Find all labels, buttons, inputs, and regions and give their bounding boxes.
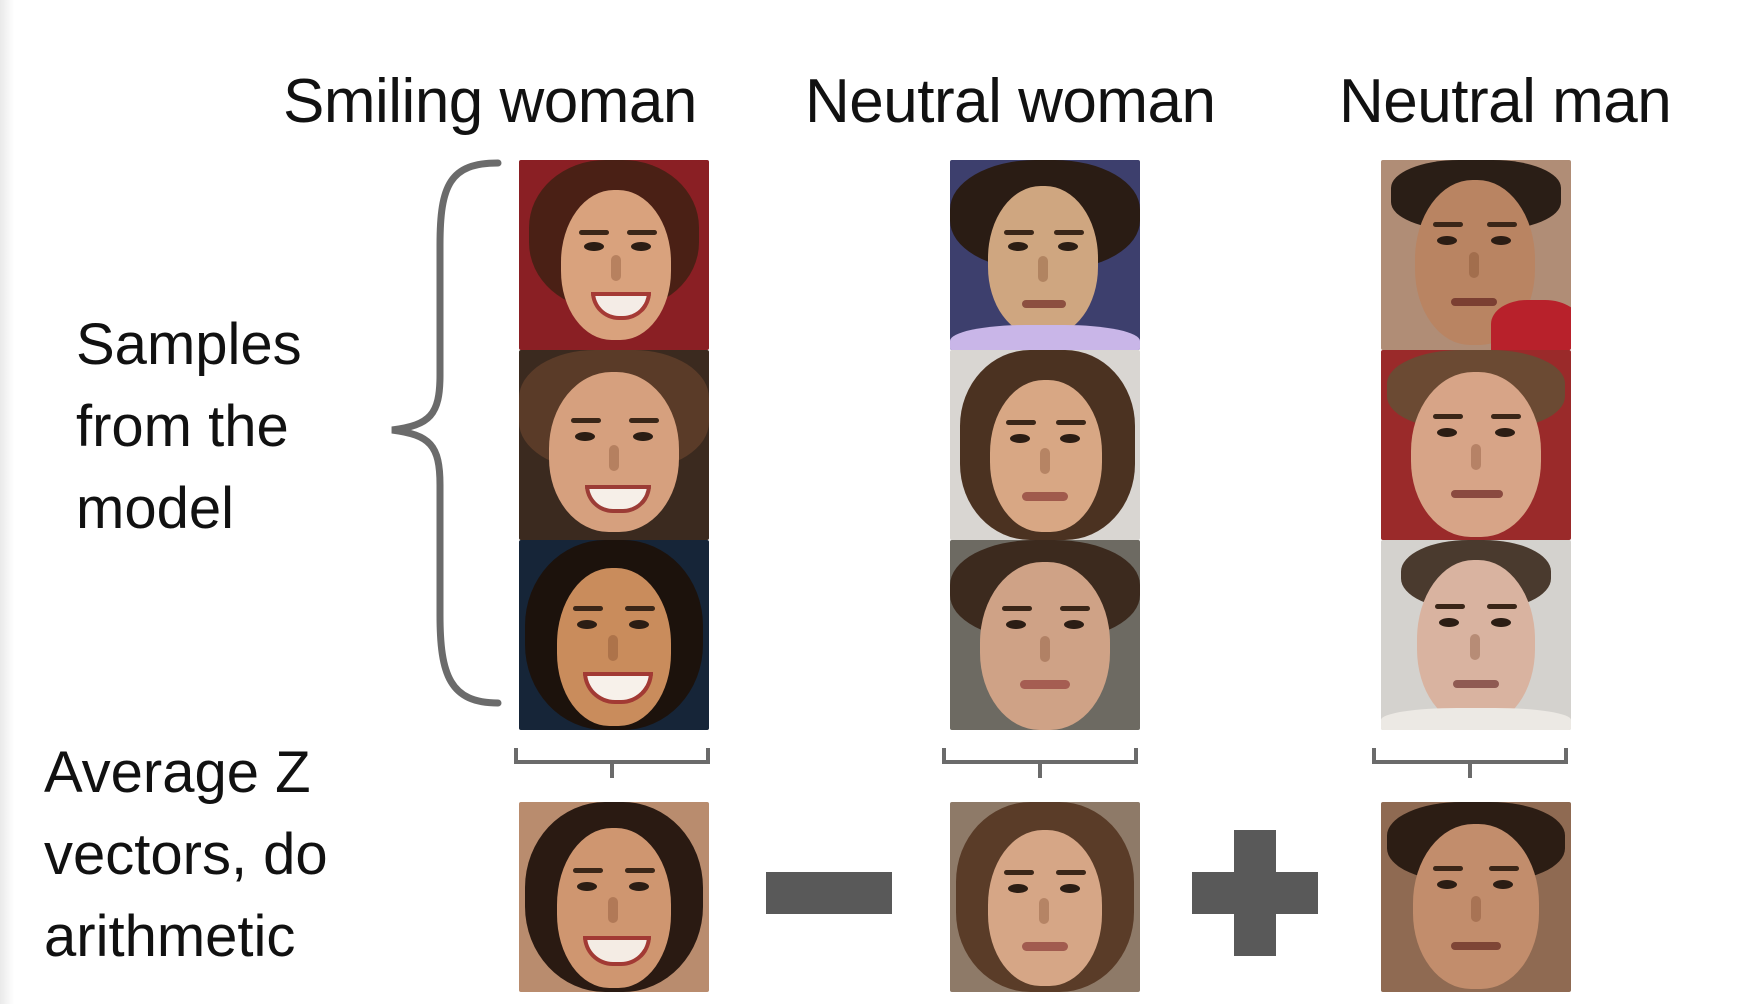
samples-label: Samples from the model: [76, 304, 302, 550]
neutral-man-sample-1: [1381, 160, 1571, 350]
bracket-neutral-man: [1372, 748, 1568, 778]
bracket-neutral-woman: [942, 748, 1138, 778]
neutral-woman-sample-3: [950, 540, 1140, 730]
smiling-woman-sample-2: [519, 350, 709, 540]
samples-label-line-2: from the: [76, 394, 289, 459]
smiling-woman-average: [519, 802, 709, 992]
neutral-woman-average: [950, 802, 1140, 992]
column-title-neutral-man: Neutral man: [1339, 67, 1672, 136]
average-label: Average Z vectors, do arithmetic: [44, 732, 328, 978]
column-title-smiling-woman: Smiling woman: [283, 67, 697, 136]
minus-operator: [766, 872, 892, 914]
neutral-woman-sample-1: [950, 160, 1140, 350]
neutral-man-sample-3: [1381, 540, 1571, 730]
curly-brace: [391, 159, 502, 707]
average-label-line-3: arithmetic: [44, 904, 296, 969]
neutral-man-sample-2: [1381, 350, 1571, 540]
neutral-woman-sample-2: [950, 350, 1140, 540]
column-title-neutral-woman: Neutral woman: [805, 67, 1216, 136]
average-label-line-2: vectors, do: [44, 822, 328, 887]
samples-label-line-3: model: [76, 476, 234, 541]
samples-label-line-1: Samples: [76, 312, 302, 377]
slide-edge-shadow: [0, 0, 14, 1004]
average-label-line-1: Average Z: [44, 740, 311, 805]
bracket-smiling-woman: [514, 748, 710, 778]
neutral-man-average: [1381, 802, 1571, 992]
smiling-woman-sample-3: [519, 540, 709, 730]
smiling-woman-sample-1: [519, 160, 709, 350]
